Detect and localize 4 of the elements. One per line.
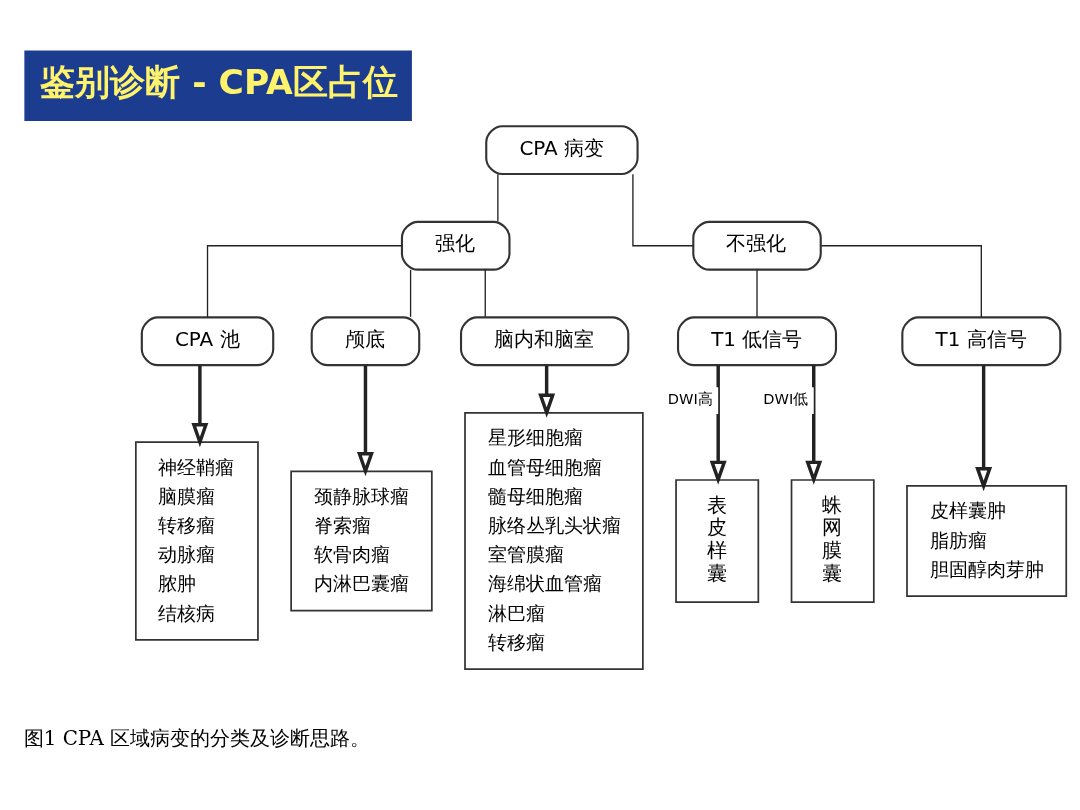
diagram-title: 鉴别诊断 - CPA区占位: [40, 61, 398, 102]
caption: 图1 CPA 区域病变的分类及诊断思路。: [23, 727, 371, 751]
edge-label: DWI低: [763, 390, 809, 408]
edge-label: DWI高: [667, 390, 713, 408]
